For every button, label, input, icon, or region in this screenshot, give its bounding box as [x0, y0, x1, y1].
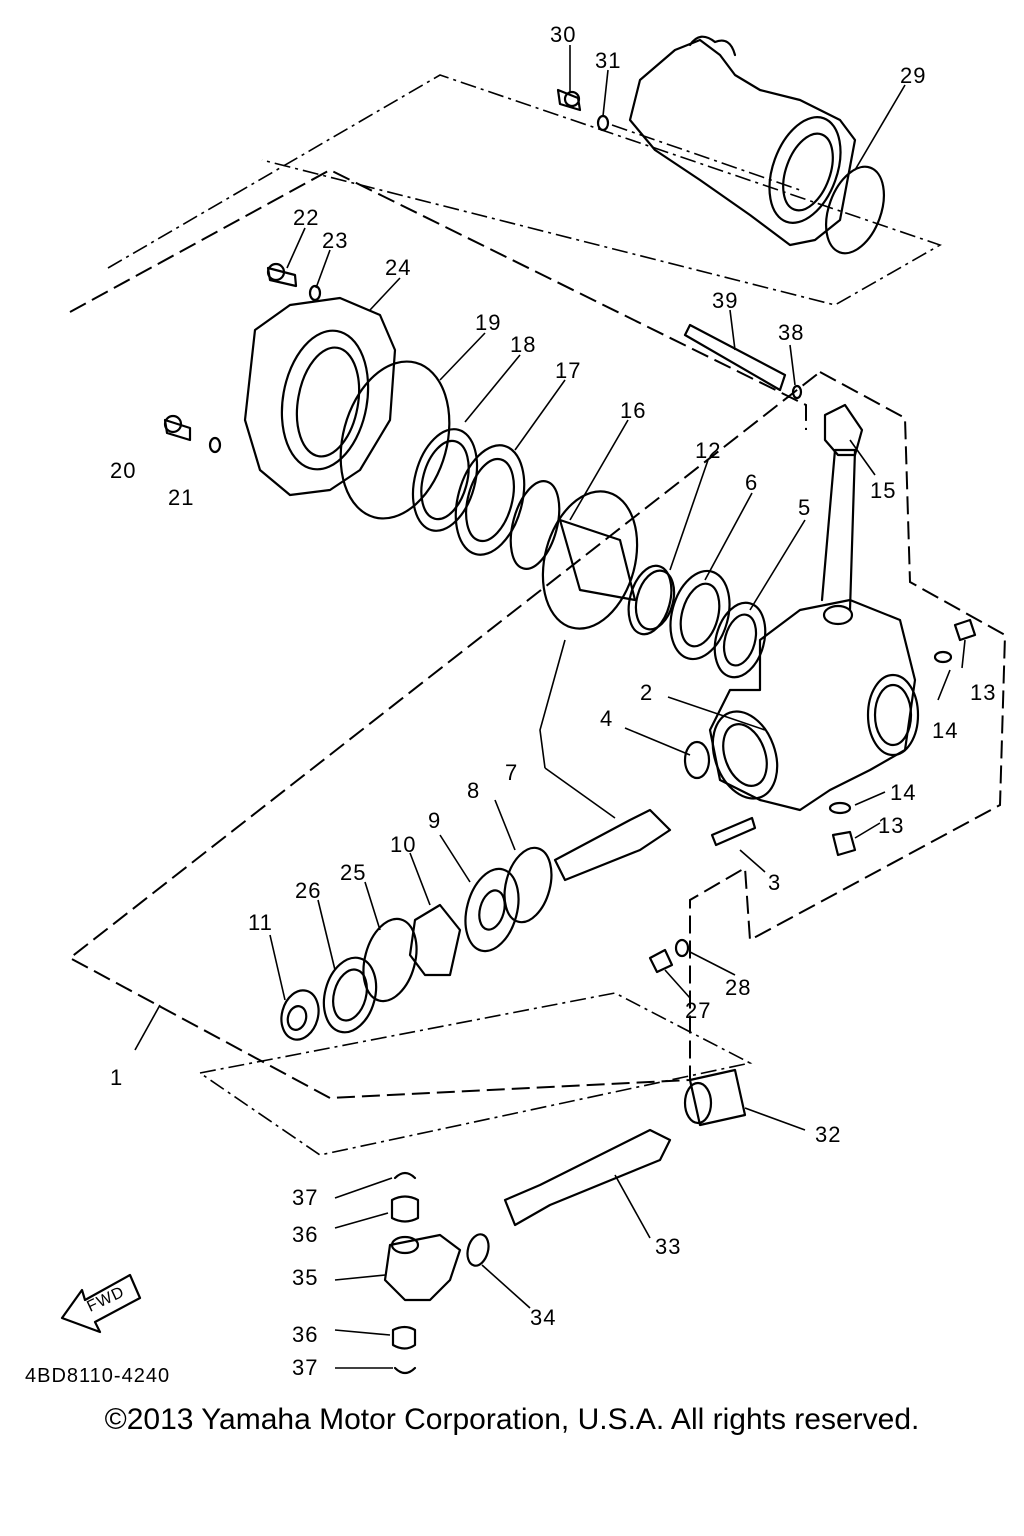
callout-20: 20: [110, 458, 136, 483]
callout-15: 15: [870, 478, 896, 503]
callout-12: 12: [695, 438, 721, 463]
callout-27: 27: [685, 998, 711, 1023]
callout-7: 7: [505, 760, 518, 785]
callout-23: 23: [322, 228, 348, 253]
callout-26: 26: [295, 878, 321, 903]
callout-35: 35: [292, 1265, 318, 1290]
callout-31: 31: [595, 48, 621, 73]
callout-37-lower: 37: [292, 1355, 318, 1380]
callout-37-upper: 37: [292, 1185, 318, 1210]
diagram-code: 4BD8110-4240: [25, 1365, 170, 1387]
ring-stack-group: [339, 360, 673, 636]
assembly-boundary: [68, 74, 1007, 1156]
callout-2: 2: [640, 680, 653, 705]
fwd-arrow: FWD: [60, 1273, 142, 1334]
callout-14-lower: 14: [890, 780, 916, 805]
universal-joint-group: [383, 1171, 462, 1375]
bearing-cover-group: [163, 262, 397, 497]
pinion-shaft-group: [553, 740, 757, 882]
callout-22: 22: [293, 205, 319, 230]
callout-numbers: 1 2 3 4 5 6 7 8 9 10 11 12 13 13 14 14 1…: [110, 22, 996, 1380]
nut-washer-group: [648, 938, 690, 974]
upper-housing-group: [556, 35, 885, 255]
callout-19: 19: [475, 310, 501, 335]
callout-10: 10: [390, 832, 416, 857]
callout-16: 16: [620, 398, 646, 423]
copyright-notice: ©2013 Yamaha Motor Corporation, U.S.A. A…: [104, 1403, 920, 1436]
callout-18: 18: [510, 332, 536, 357]
callout-38: 38: [778, 320, 804, 345]
callout-32: 32: [815, 1122, 841, 1147]
callout-1: 1: [110, 1065, 123, 1090]
callout-4: 4: [600, 706, 613, 731]
callout-11: 11: [248, 910, 273, 935]
callout-36-upper: 36: [292, 1222, 318, 1247]
callout-30: 30: [550, 22, 576, 47]
gear-housing: [708, 448, 920, 812]
pin-group: [683, 323, 864, 457]
callout-5: 5: [798, 495, 811, 520]
callout-28: 28: [725, 975, 751, 1000]
bearing-group: [634, 569, 767, 679]
callout-8: 8: [467, 778, 480, 803]
callout-36-lower: 36: [292, 1322, 318, 1347]
callout-6: 6: [745, 470, 758, 495]
callout-9: 9: [428, 808, 441, 833]
callout-21: 21: [168, 485, 194, 510]
callout-13-lower: 13: [878, 813, 904, 838]
callout-24: 24: [385, 255, 411, 280]
lower-ring-group: [280, 846, 553, 1041]
drive-shaft-group: [466, 1068, 747, 1267]
plug-group: [828, 618, 977, 857]
callout-13-upper: 13: [970, 680, 996, 705]
callout-29: 29: [900, 63, 926, 88]
callout-39: 39: [712, 288, 738, 313]
callout-34: 34: [530, 1305, 556, 1330]
leader-lines: [134, 45, 966, 1369]
callout-3: 3: [768, 870, 781, 895]
callout-17: 17: [555, 358, 581, 383]
callout-33: 33: [655, 1234, 681, 1259]
callout-25: 25: [340, 860, 366, 885]
callout-14-upper: 14: [932, 718, 958, 743]
